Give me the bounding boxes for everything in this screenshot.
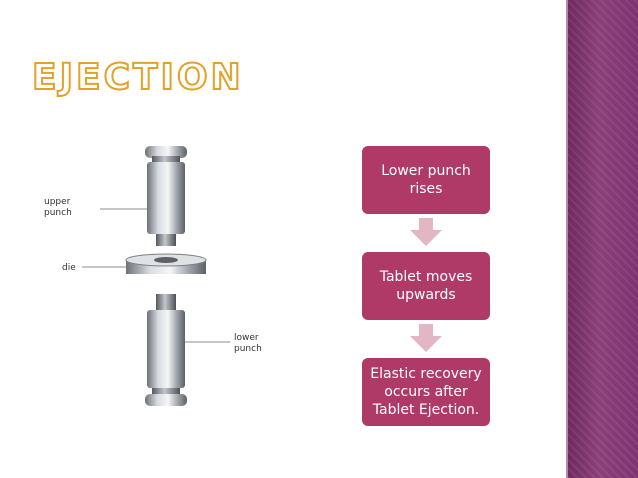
label-upper-line2: punch [44, 208, 72, 218]
flow-step-2: Tablet moves upwards [362, 252, 490, 320]
side-band-edge [566, 0, 568, 478]
decorative-side-band [568, 0, 638, 478]
label-upper-line1: upper [44, 197, 71, 207]
label-die: die [62, 263, 76, 273]
label-lower-line1: lower [234, 333, 259, 343]
upper-punch [145, 146, 187, 246]
slide-title: EJECTION [31, 57, 244, 98]
die [125, 253, 207, 274]
label-lower-line2: punch [234, 344, 262, 354]
tablet-press-diagram: upper punch die lower punch [44, 146, 262, 406]
lower-punch [145, 294, 187, 406]
down-arrow-icon [410, 324, 442, 352]
flow-step-3: Elastic recovery occurs after Tablet Eje… [362, 358, 490, 426]
down-arrow-icon [410, 218, 442, 246]
flow-step-1: Lower punch rises [362, 146, 490, 214]
